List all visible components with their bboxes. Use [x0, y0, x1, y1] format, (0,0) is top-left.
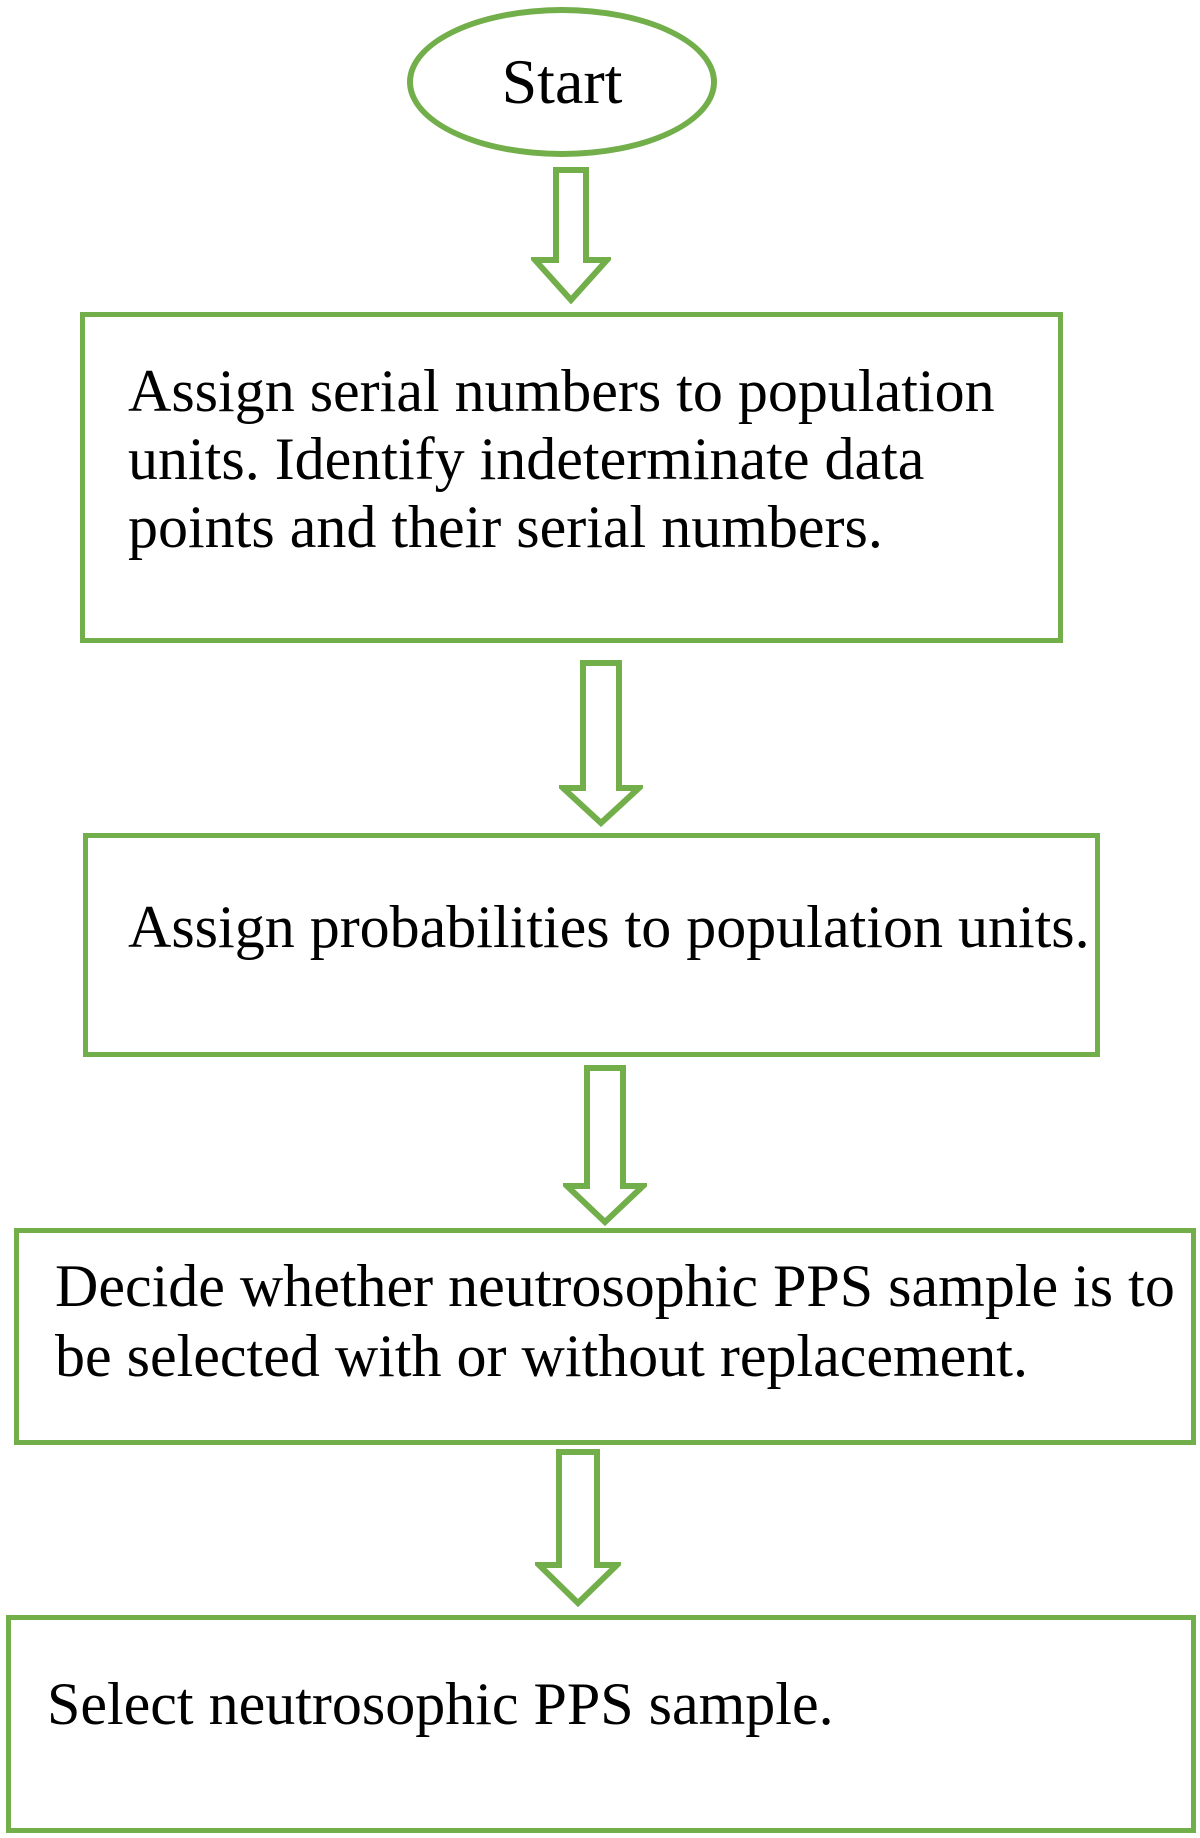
start-node-label: Start	[501, 46, 623, 117]
step-decide-replacement: Decide whether neutrosophic PPS sample i…	[14, 1228, 1196, 1445]
arrow-down-icon	[563, 1065, 647, 1226]
step-decide-replacement-label: Decide whether neutrosophic PPS sample i…	[55, 1253, 1175, 1389]
step-assign-probabilities: Assign probabilities to population units…	[83, 833, 1100, 1057]
step-assign-probabilities-label: Assign probabilities to population units…	[128, 894, 1090, 960]
arrow-down-icon	[535, 1449, 621, 1607]
arrow-down-icon	[531, 167, 611, 304]
step-select-sample: Select neutrosophic PPS sample.	[6, 1615, 1196, 1833]
start-node: Start	[407, 7, 717, 157]
arrow-down-icon	[559, 660, 643, 827]
step-select-sample-label: Select neutrosophic PPS sample.	[47, 1671, 834, 1737]
